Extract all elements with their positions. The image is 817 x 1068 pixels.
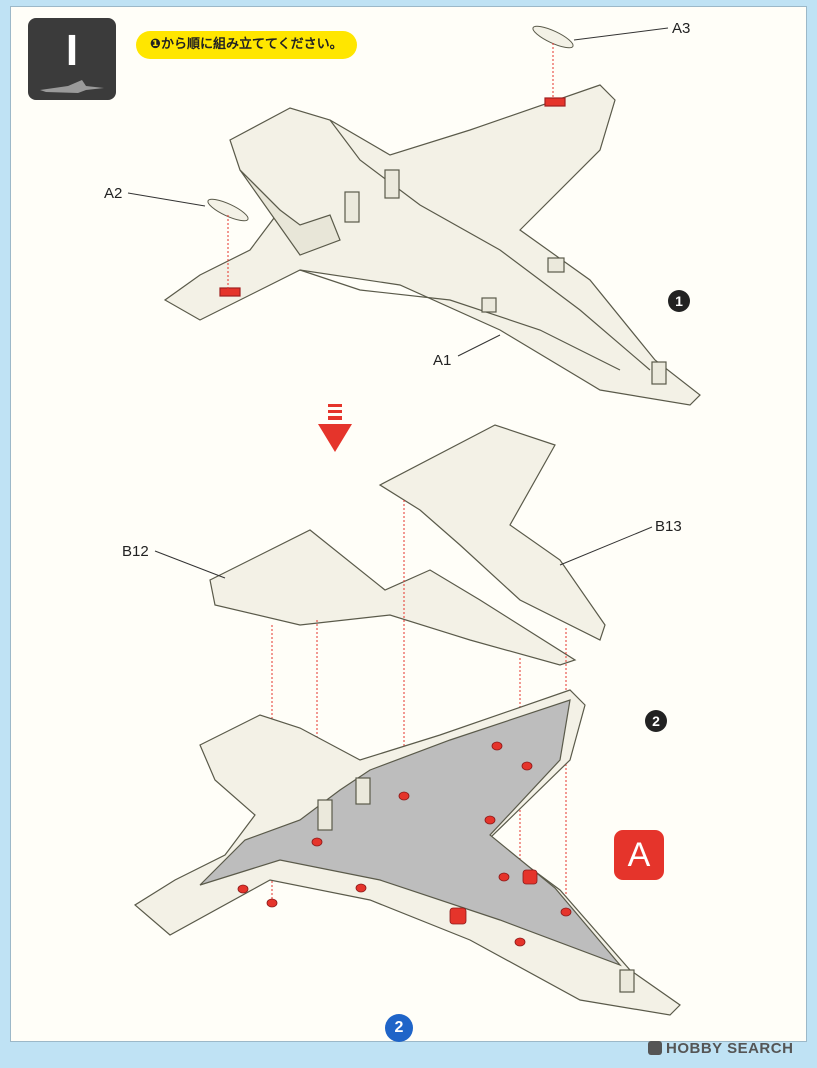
watermark: HOBBY SEARCH [648, 1040, 793, 1057]
jet-silhouette-icon [40, 80, 104, 93]
down-arrow-icon [318, 404, 352, 452]
substep-1-marker: 1 [668, 290, 690, 312]
part-label-a3: A3 [672, 20, 691, 37]
leader-line [154, 550, 226, 579]
part-label-a2: A2 [104, 185, 123, 202]
leader-line [127, 192, 206, 207]
marker-a-badge: A [614, 830, 664, 880]
part-a3-shape [532, 25, 574, 49]
part-b13-shape [378, 424, 606, 641]
part-label-b12: B12 [122, 543, 149, 560]
page-number: 2 [385, 1014, 413, 1042]
part-a2-shape [207, 198, 249, 222]
watermark-text: HOBBY SEARCH [666, 1040, 794, 1057]
step-number: I [65, 26, 79, 75]
step-number-box: I [28, 18, 116, 100]
aircraft-lower-assembly [133, 689, 681, 1016]
part-b12-shape [209, 529, 577, 666]
aircraft-upper-part-a1 [163, 84, 701, 406]
substep-2-marker: 2 [645, 710, 667, 732]
leader-line [559, 526, 653, 566]
instruction-text: ❶から順に組み立ててください。 [136, 31, 357, 59]
leader-line [573, 27, 669, 41]
leader-line [457, 334, 501, 357]
part-label-b13: B13 [655, 518, 682, 535]
hobby-search-logo-icon [648, 1041, 662, 1055]
glue-points [237, 741, 572, 947]
part-label-a1: A1 [433, 352, 452, 369]
